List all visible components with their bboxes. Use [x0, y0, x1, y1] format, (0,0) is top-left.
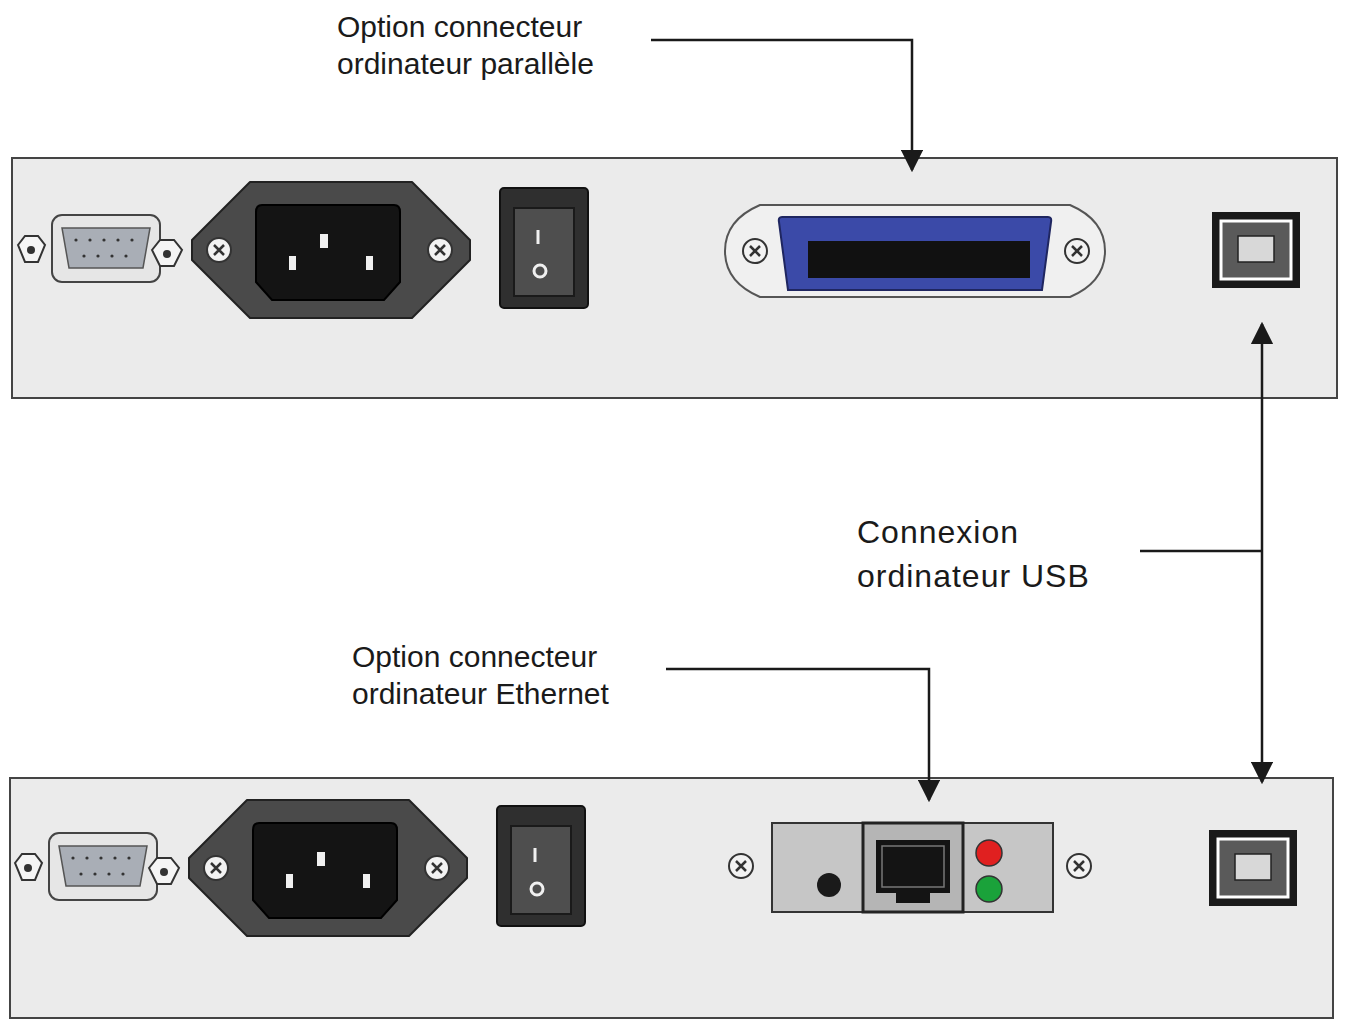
- callout-label: Option connecteur ordinateur parallèle: [337, 8, 637, 82]
- callout-label: Connexion ordinateur USB: [857, 510, 1135, 598]
- callout-label: Option connecteur ordinateur Ethernet: [352, 638, 652, 712]
